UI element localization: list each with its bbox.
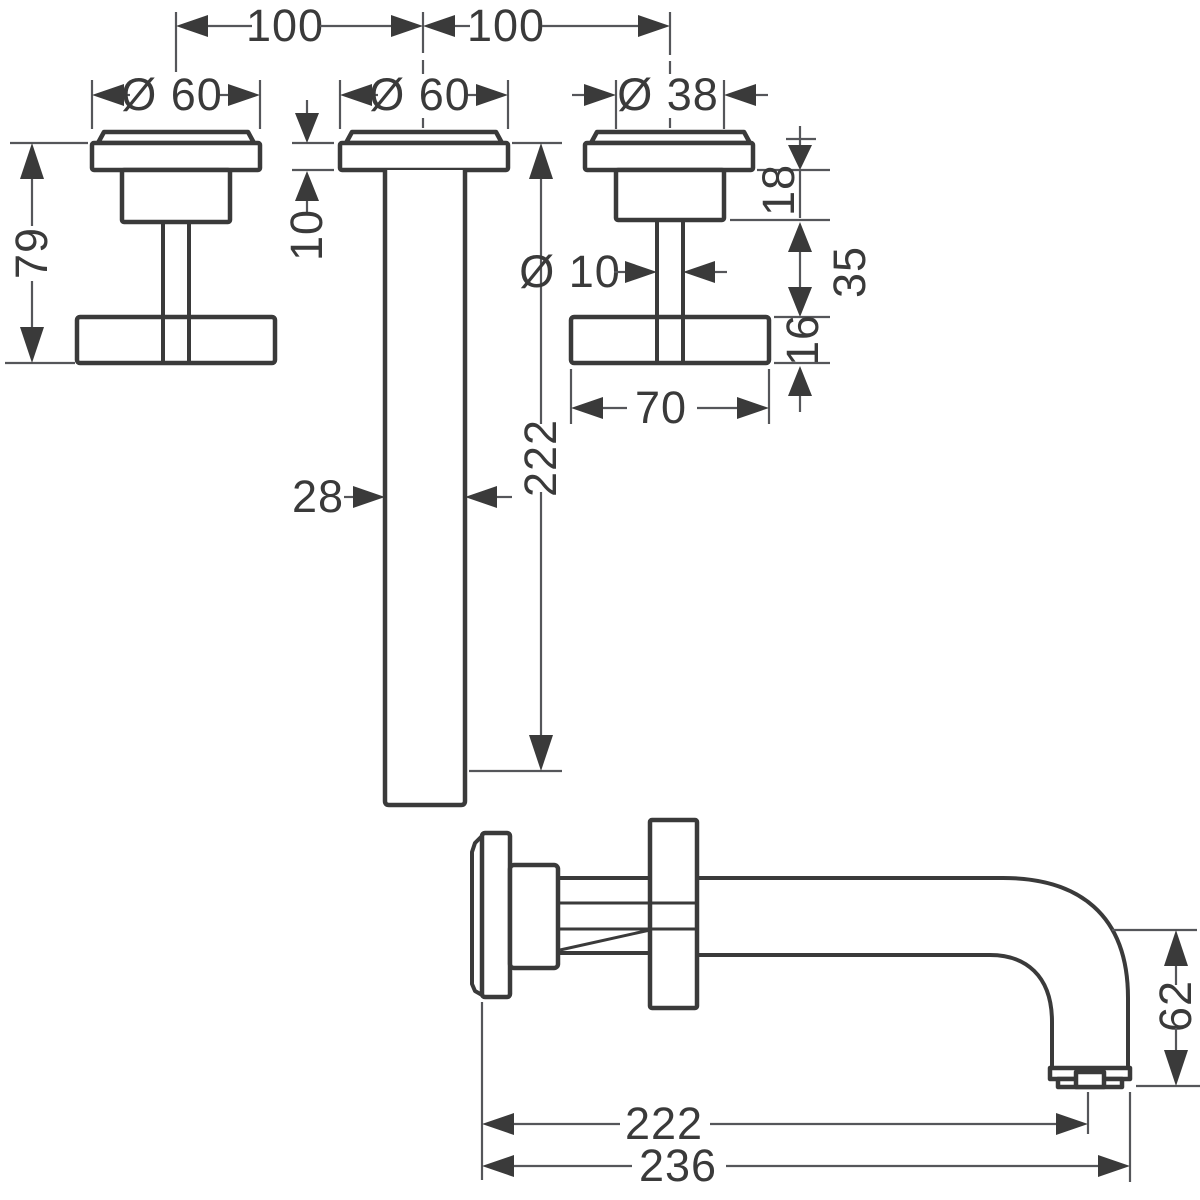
dim-label-28: 28: [292, 471, 344, 522]
wall-section: [647, 817, 700, 1011]
aerator-screen: [1073, 1069, 1107, 1090]
spout-side-view: [470, 817, 1133, 1090]
dim-label-236: 236: [639, 1140, 717, 1191]
dim-label-dia60-left: Ø 60: [121, 69, 223, 120]
right-handle-sleeve: [613, 167, 727, 223]
dim-label-dia38: Ø 38: [617, 69, 719, 120]
dim-label-79: 79: [6, 227, 57, 279]
dim-label-dia10: Ø 10: [519, 246, 621, 297]
spout-inner-pipe: [558, 901, 697, 931]
dimension-dia-right-sleeve: Ø 38: [572, 69, 768, 129]
dimension-hole-spacing: 100 100: [174, 0, 672, 128]
dim-label-10: 10: [281, 209, 332, 261]
spout-neck-taper: [559, 928, 651, 952]
dimension-dia-left-escutcheon: Ø 60: [90, 69, 262, 129]
spout-tube-front: [382, 170, 468, 808]
dim-label-222-side: 222: [625, 1098, 703, 1149]
dimension-dia-middle-escutcheon: Ø 60: [338, 69, 510, 129]
right-handle-front-view: [568, 129, 772, 366]
left-handle-crossbar: [74, 314, 278, 366]
dim-label-dia60-middle: Ø 60: [369, 69, 471, 120]
dimension-chain-right: 18 35 16: [730, 126, 875, 412]
dimension-stem-diameter: Ø 10: [519, 246, 727, 297]
side-escutcheon-slab: [479, 830, 513, 1000]
dim-label-16: 16: [777, 314, 828, 366]
middle-escutcheon-body: [337, 140, 511, 173]
dim-label-222-front: 222: [515, 419, 566, 497]
left-handle-front-view: [74, 129, 278, 366]
left-handle-sleeve: [119, 167, 233, 225]
dim-label-70: 70: [635, 382, 687, 433]
side-sleeve: [507, 862, 561, 971]
right-escutcheon-body: [582, 140, 756, 173]
dimension-spout-length-front: 222: [469, 141, 566, 773]
spout-front-view: [337, 129, 511, 808]
left-escutcheon-body: [89, 140, 263, 173]
dimension-spout-width: 28: [292, 471, 512, 522]
dim-label-spacing-right: 100: [467, 0, 545, 51]
spout-inner-curve: [697, 953, 1054, 1068]
dim-label-35: 35: [824, 246, 875, 298]
dimension-escutcheon-depth: 10: [281, 100, 334, 261]
spout-outer-curve: [697, 876, 1130, 1068]
dim-label-spacing-left: 100: [246, 0, 324, 51]
side-escutcheon-lip: [470, 834, 484, 997]
dimension-handle-height: 79: [5, 141, 88, 365]
dim-label-62: 62: [1150, 980, 1200, 1032]
spout-neck-outer: [558, 876, 650, 955]
dim-label-18: 18: [753, 164, 804, 216]
dimension-spout-reach: 222 236: [480, 1002, 1132, 1191]
dimension-outlet-drop: 62: [1112, 928, 1200, 1088]
dimension-crossbar-width: 70: [569, 369, 771, 433]
right-handle-crossbar: [568, 314, 772, 366]
